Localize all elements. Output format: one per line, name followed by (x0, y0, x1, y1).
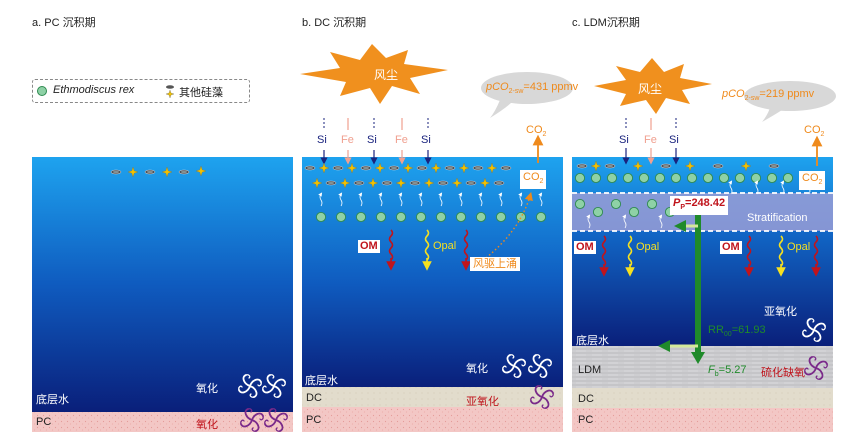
panel-a-bottom-water: 底层水 (36, 394, 69, 406)
panel-c-si-2: Si (669, 134, 679, 146)
panel-a-oxic: 氧化 (196, 383, 218, 395)
panel-c-co2-top: CO2 (804, 124, 824, 138)
panel-c-title: c. LDM沉积期 (572, 17, 640, 29)
panel-b-si-1: Si (317, 134, 327, 146)
panel-c-opal-2: Opal (787, 241, 811, 253)
panel-c-water (572, 157, 833, 346)
panel-a-title: a. PC 沉积期 (32, 17, 96, 29)
panel-c-si-fe-arrows (622, 118, 680, 165)
panel-c-pp-val: =248.42 (685, 197, 726, 209)
panel-b-pc: PC (306, 414, 322, 426)
panel-b-dc: DC (306, 392, 322, 404)
panel-a-oxic-layer: 氧化 (196, 419, 218, 431)
panel-c-rr-val: =61.93 (731, 324, 766, 336)
panel-b-pco2: pCO2-sw=431 ppmv (486, 81, 578, 95)
panel-a-pc-layer (32, 412, 293, 432)
panel-b-fe-1: Fe (341, 134, 354, 146)
panel-c-om-2: OM (720, 241, 742, 254)
panel-b-dust-burst (300, 44, 448, 104)
panel-b-co2-box-sub: 2 (539, 178, 544, 186)
panel-b-co2-top: CO2 (526, 124, 546, 138)
legend: Ethmodiscus rex 其他硅藻 (32, 79, 250, 103)
panel-c-stratification: Stratification (747, 212, 808, 224)
panel-b-suboxic: 亚氧化 (466, 396, 499, 408)
panel-a-water (32, 157, 293, 412)
panel-b-fe-2: Fe (395, 134, 408, 146)
panel-c-suboxic: 亚氧化 (764, 306, 797, 318)
legend-others: 其他硅藻 (179, 87, 223, 99)
panel-c-fb-sub: b (714, 371, 719, 379)
panel-b-si-fe-arrows (320, 118, 432, 165)
diatom-icon (165, 85, 175, 99)
panel-b-oxic: 氧化 (466, 363, 488, 375)
panel-c-om-1: OM (574, 241, 596, 254)
panel-c-pp-text: P (673, 197, 681, 209)
panel-b-water (302, 157, 563, 387)
panel-b-si-2: Si (367, 134, 377, 146)
panel-b (300, 44, 573, 432)
panel-b-dust: 风尘 (374, 68, 399, 82)
panel-b-co2-top-text: CO (526, 124, 543, 136)
panel-c-opal-1: Opal (636, 241, 660, 253)
panel-b-co2-box: CO2 (520, 170, 547, 190)
panel-c-rr: RR00=61.93 (708, 324, 766, 338)
panel-c-pc: PC (578, 414, 594, 426)
panel-b-si-3: Si (421, 134, 431, 146)
panel-c-fb-val: =5.27 (718, 364, 747, 376)
panel-c-bottom-water: 底层水 (576, 335, 609, 347)
panel-c-dc-layer (572, 388, 833, 408)
panel-c-si-1: Si (619, 134, 629, 146)
panel-b-om-opal-arrows (386, 229, 471, 271)
panel-c-rr-text: RR (708, 324, 724, 336)
panel-c-co2-top-sub: 2 (820, 131, 825, 139)
panel-c-pp-sub: P (680, 204, 686, 212)
panel-b-pco2-sub: 2-sw (508, 88, 524, 96)
panel-b-om: OM (358, 240, 380, 253)
panel-c-pp: PP=248.42 (670, 196, 729, 216)
panel-c-dc: DC (578, 393, 594, 405)
legend-species: Ethmodiscus rex (53, 84, 135, 96)
panel-a (32, 157, 293, 433)
panel-a-pc: PC (36, 416, 52, 428)
panel-b-co2-top-sub: 2 (542, 131, 547, 139)
panel-c-pco2-cloud (744, 81, 836, 111)
panel-c-pc-layer (572, 408, 833, 432)
panel-b-pco2-val: =431 ppmv (523, 81, 579, 93)
panel-b-dc-layer (302, 387, 563, 407)
panel-c-co2-top-text: CO (804, 124, 821, 136)
panel-c-om-opal-arrows (599, 235, 821, 277)
panel-c-pco2-sub: 2-sw (744, 95, 760, 103)
panel-c-co2-box: CO2 (799, 171, 826, 191)
panel-b-pco2-text: pCO (486, 81, 509, 93)
panel-c-co2-box-sub: 2 (818, 179, 823, 187)
panel-c-euxinic: 硫化缺氧 (761, 367, 805, 379)
panel-b-pc-layer (302, 407, 563, 432)
panel-c-pco2: pCO2-sw=219 ppmv (722, 88, 814, 102)
legend-symbols (37, 85, 175, 99)
panel-c-pco2-val: =219 ppmv (759, 88, 815, 100)
panel-b-upwelling-label: 风驱上涌 (470, 257, 520, 271)
panel-b-co2-box-text: CO (523, 171, 540, 183)
panel-c-dust: 风尘 (638, 82, 663, 96)
panel-c-dust-burst (594, 58, 712, 114)
ethmodiscus-icon (37, 86, 47, 96)
panel-c-co2-box-text: CO (802, 172, 819, 184)
panel-b-upwelling-curve (485, 191, 533, 259)
panel-c-fe: Fe (644, 134, 657, 146)
panel-c-fb: Fb=5.27 (708, 364, 746, 378)
panel-c-ldm: LDM (578, 364, 602, 376)
panel-c-fb-text: F (708, 364, 715, 376)
panel-c-rr-sub: 00 (723, 331, 732, 339)
panel-b-opal: Opal (433, 240, 457, 252)
panel-b-title: b. DC 沉积期 (302, 17, 367, 29)
panel-b-bottom-water: 底层水 (305, 375, 338, 387)
panel-c-pco2-text: pCO (722, 88, 745, 100)
panel-b-pco2-cloud (481, 72, 573, 104)
